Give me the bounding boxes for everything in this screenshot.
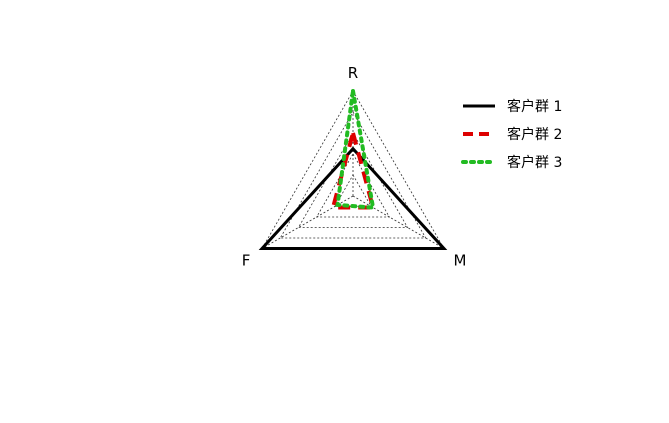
legend-label-2: 客户群 2 (507, 126, 562, 143)
legend: 客户群 1 客户群 2 客户群 3 (461, 98, 562, 171)
grid-spoke-m (352, 195, 445, 249)
axis-label-f: F (242, 252, 251, 270)
axis-labels: R M F (242, 64, 467, 270)
radar-series (258, 90, 448, 250)
series-3-polygon (335, 90, 376, 210)
legend-label-3: 客户群 3 (507, 154, 562, 171)
radar-grid (261, 90, 445, 249)
legend-label-1: 客户群 1 (507, 98, 562, 115)
grid-ring-4 (279, 111, 427, 239)
series-1-polygon (258, 146, 448, 250)
axis-label-r: R (348, 64, 358, 82)
axis-label-m: M (453, 252, 466, 270)
